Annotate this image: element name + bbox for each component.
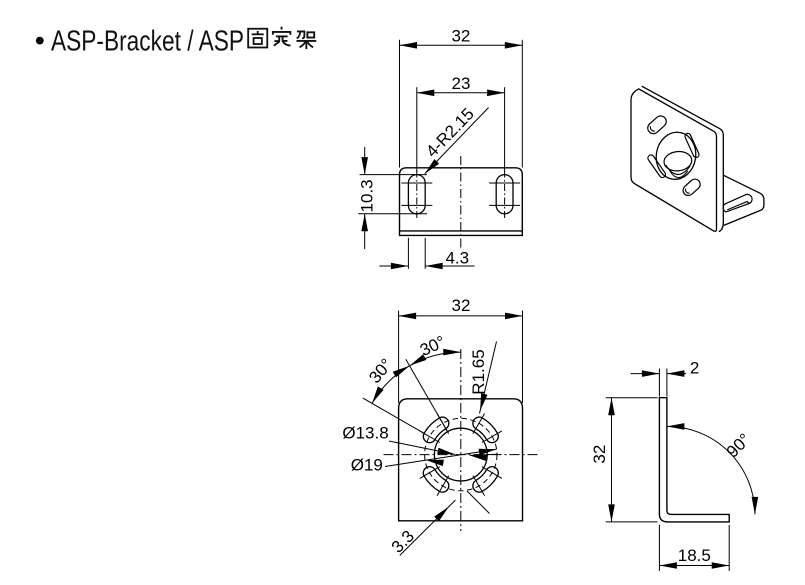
- svg-text:32: 32: [451, 27, 470, 46]
- svg-text:Ø13.8: Ø13.8: [342, 423, 388, 442]
- svg-text:Ø19: Ø19: [351, 456, 383, 475]
- svg-text:2: 2: [690, 358, 699, 377]
- svg-text:4.3: 4.3: [445, 248, 469, 267]
- svg-text:18.5: 18.5: [678, 546, 711, 565]
- svg-text:ASP-Bracket / ASP: ASP-Bracket / ASP: [51, 26, 244, 58]
- svg-text:4-R2.15: 4-R2.15: [422, 104, 478, 161]
- svg-text:30°: 30°: [365, 355, 396, 387]
- svg-text:90°: 90°: [723, 430, 755, 462]
- svg-text:3.3: 3.3: [388, 527, 418, 557]
- svg-text:10.3: 10.3: [358, 179, 377, 212]
- svg-text:23: 23: [452, 74, 471, 93]
- svg-text:32: 32: [452, 296, 471, 315]
- svg-text:R1.65: R1.65: [469, 349, 488, 394]
- svg-text:32: 32: [590, 445, 609, 464]
